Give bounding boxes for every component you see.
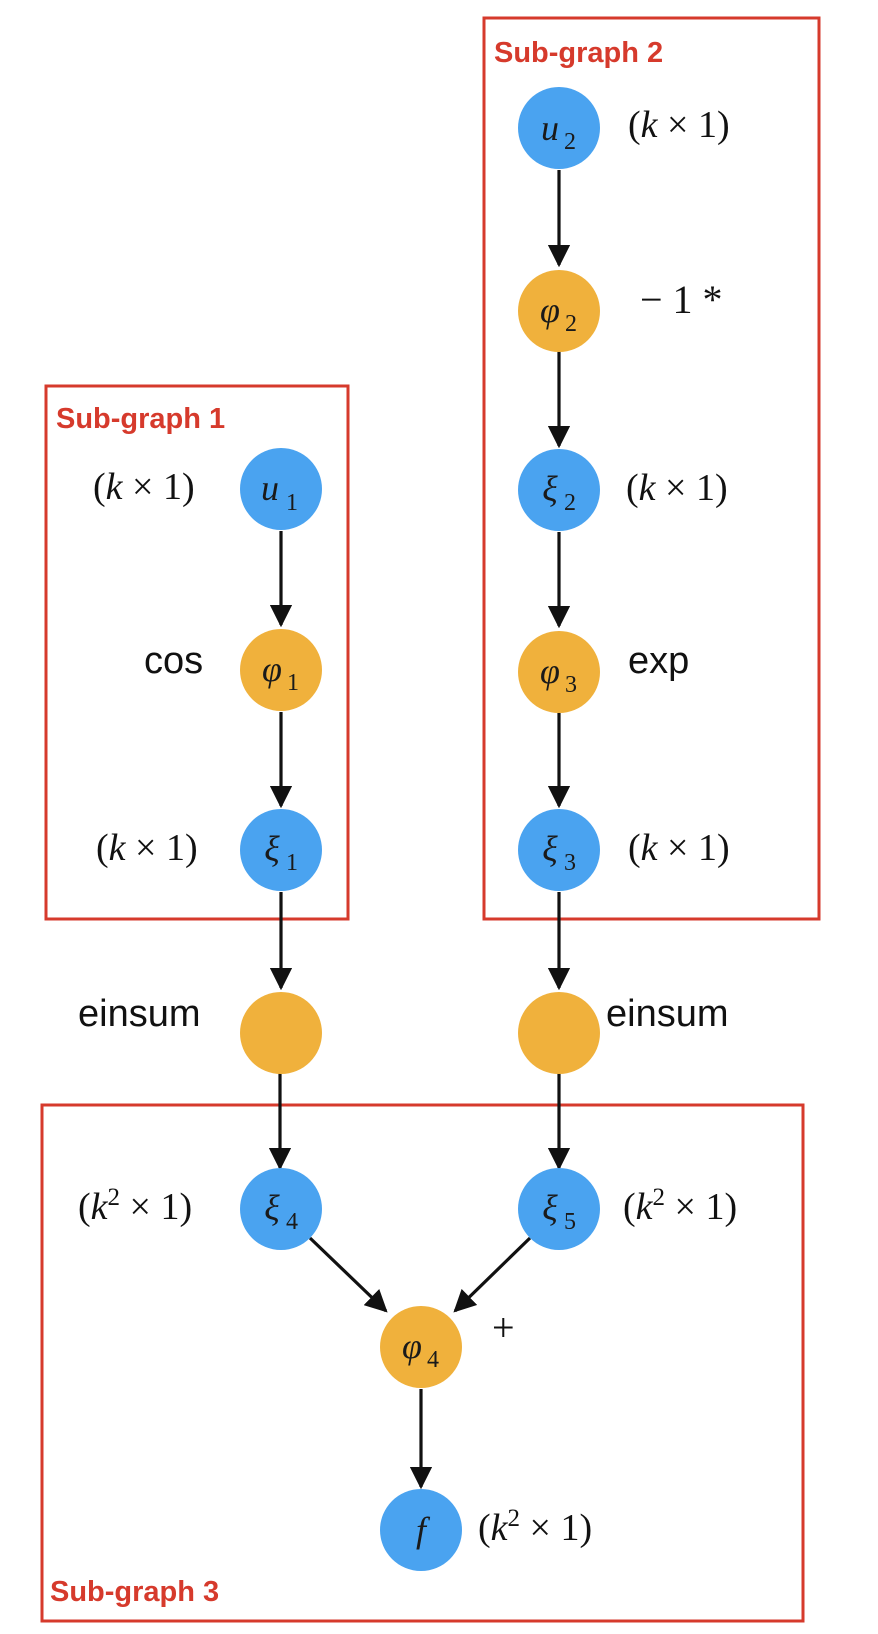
- shape-xi3: (k × 1): [628, 827, 730, 869]
- svg-text:ξ: ξ: [264, 829, 280, 869]
- svg-text:4: 4: [427, 1347, 439, 1373]
- subgraph-1-box: [44, 384, 350, 921]
- edge-xi5-phi4: [453, 1236, 532, 1313]
- shape-u2: (k × 1): [628, 104, 730, 146]
- node-f: f: [380, 1489, 462, 1571]
- svg-text:ξ: ξ: [542, 829, 558, 869]
- node-xi3: ξ 3: [518, 809, 600, 891]
- subgraph-3-box: [40, 1103, 805, 1623]
- node-phi4: φ 4: [380, 1306, 462, 1388]
- node-einsum-right: [518, 992, 600, 1074]
- shape-xi2: (k × 1): [626, 467, 728, 509]
- svg-text:1: 1: [286, 490, 298, 516]
- node-phi3: φ 3: [518, 631, 600, 713]
- shape-xi4: (k2 × 1): [78, 1184, 192, 1228]
- svg-text:ξ: ξ: [542, 469, 558, 509]
- subgraph-3-title: Sub-graph 3: [50, 1576, 219, 1608]
- svg-text:2: 2: [564, 490, 576, 516]
- op-label-neg: − 1 *: [640, 277, 723, 322]
- node-xi1: ξ 1: [240, 809, 322, 891]
- node-u2: u 2: [518, 87, 600, 169]
- shape-xi5: (k2 × 1): [623, 1184, 737, 1228]
- op-label-einsum-left: einsum: [78, 993, 201, 1035]
- node-einsum-left: [240, 992, 322, 1074]
- node-xi4: ξ 4: [240, 1168, 322, 1250]
- subgraph-1-title: Sub-graph 1: [56, 403, 225, 435]
- svg-text:1: 1: [286, 850, 298, 876]
- shape-xi1: (k × 1): [96, 827, 198, 869]
- op-label-einsum-right: einsum: [606, 993, 729, 1035]
- svg-text:φ: φ: [540, 290, 560, 330]
- svg-text:4: 4: [286, 1209, 298, 1235]
- svg-text:3: 3: [565, 672, 577, 698]
- node-phi2: φ 2: [518, 270, 600, 352]
- shape-f: (k2 × 1): [478, 1505, 592, 1549]
- node-u1: u 1: [240, 448, 322, 530]
- svg-text:1: 1: [287, 670, 299, 696]
- svg-text:ξ: ξ: [542, 1188, 558, 1228]
- svg-text:2: 2: [565, 311, 577, 337]
- svg-text:φ: φ: [540, 651, 560, 691]
- svg-text:2: 2: [564, 129, 576, 155]
- svg-text:5: 5: [564, 1209, 576, 1235]
- svg-text:u: u: [541, 108, 559, 148]
- svg-text:3: 3: [564, 850, 576, 876]
- op-label-plus: +: [492, 1305, 515, 1350]
- svg-text:ξ: ξ: [264, 1188, 280, 1228]
- svg-text:φ: φ: [262, 649, 282, 689]
- subgraph-2-title: Sub-graph 2: [494, 37, 663, 69]
- subgraph-2-box: [482, 16, 821, 921]
- node-xi2: ξ 2: [518, 449, 600, 531]
- op-label-exp: exp: [628, 640, 689, 682]
- svg-text:φ: φ: [402, 1326, 422, 1366]
- node-xi5: ξ 5: [518, 1168, 600, 1250]
- edge-xi4-phi4: [308, 1236, 388, 1313]
- shape-u1: (k × 1): [93, 466, 195, 508]
- op-label-cos: cos: [144, 640, 203, 682]
- node-phi1: φ 1: [240, 629, 322, 711]
- svg-text:u: u: [261, 468, 279, 508]
